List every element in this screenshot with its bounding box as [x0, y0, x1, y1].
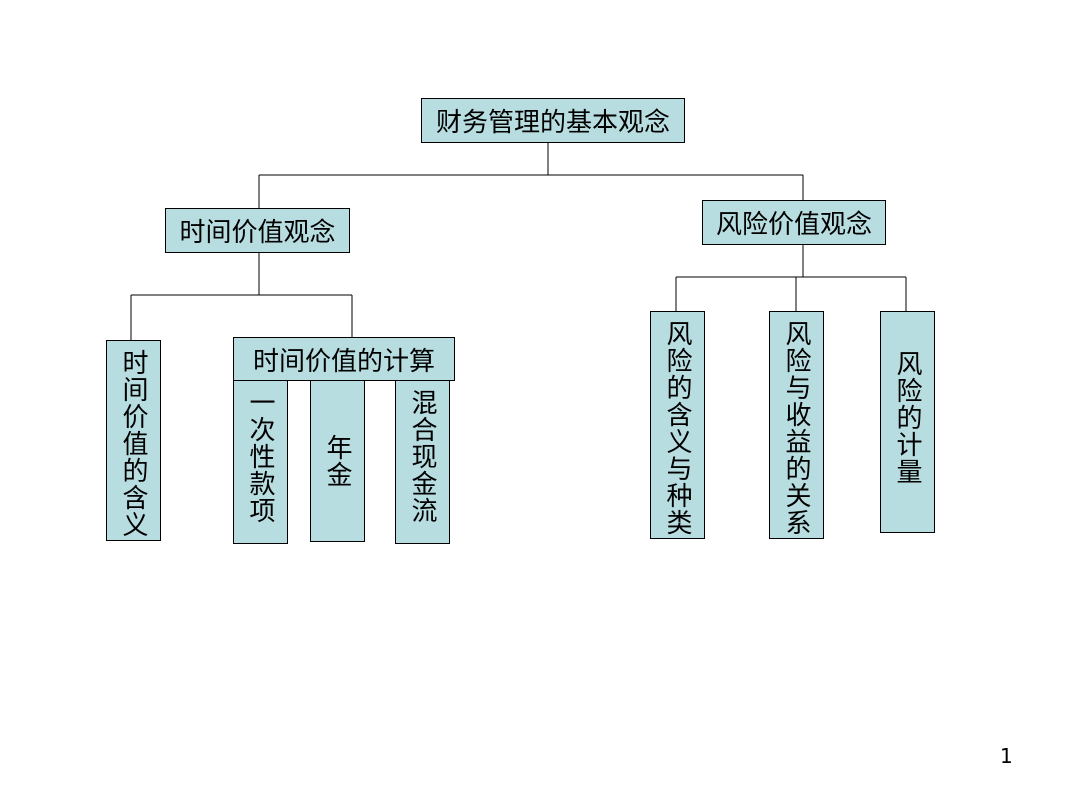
annuity-label: 年金: [322, 434, 352, 488]
risk-value-node: 风险价值观念: [702, 200, 886, 245]
mixed-cash-flow-label: 混合现金流: [407, 389, 437, 524]
time-value-meaning-label: 时间价值的含义: [118, 349, 148, 538]
mixed-cash-flow-node: 混合现金流: [395, 380, 450, 544]
page-number: 1: [1000, 744, 1013, 768]
root-label: 财务管理的基本观念: [435, 108, 670, 138]
risk-meaning-label: 风险的含义与种类: [662, 320, 692, 536]
risk-return-label: 风险与收益的关系: [781, 320, 811, 536]
lump-sum-label: 一次性款项: [245, 389, 275, 524]
risk-return-node: 风险与收益的关系: [769, 311, 824, 539]
risk-value-label: 风险价值观念: [715, 210, 872, 240]
risk-measure-label: 风险的计量: [892, 350, 922, 485]
lump-sum-node: 一次性款项: [233, 380, 288, 544]
time-value-node: 时间价值观念: [165, 208, 350, 253]
risk-measure-node: 风险的计量: [880, 311, 935, 533]
time-value-meaning-node: 时间价值的含义: [106, 340, 161, 541]
time-value-calc-label: 时间价值的计算: [252, 346, 435, 377]
annuity-node: 年金: [310, 380, 365, 542]
root-node: 财务管理的基本观念: [421, 98, 685, 143]
time-value-label: 时间价值观念: [179, 218, 336, 248]
time-value-calc-node: 时间价值的计算: [233, 337, 455, 381]
risk-meaning-node: 风险的含义与种类: [650, 311, 705, 539]
